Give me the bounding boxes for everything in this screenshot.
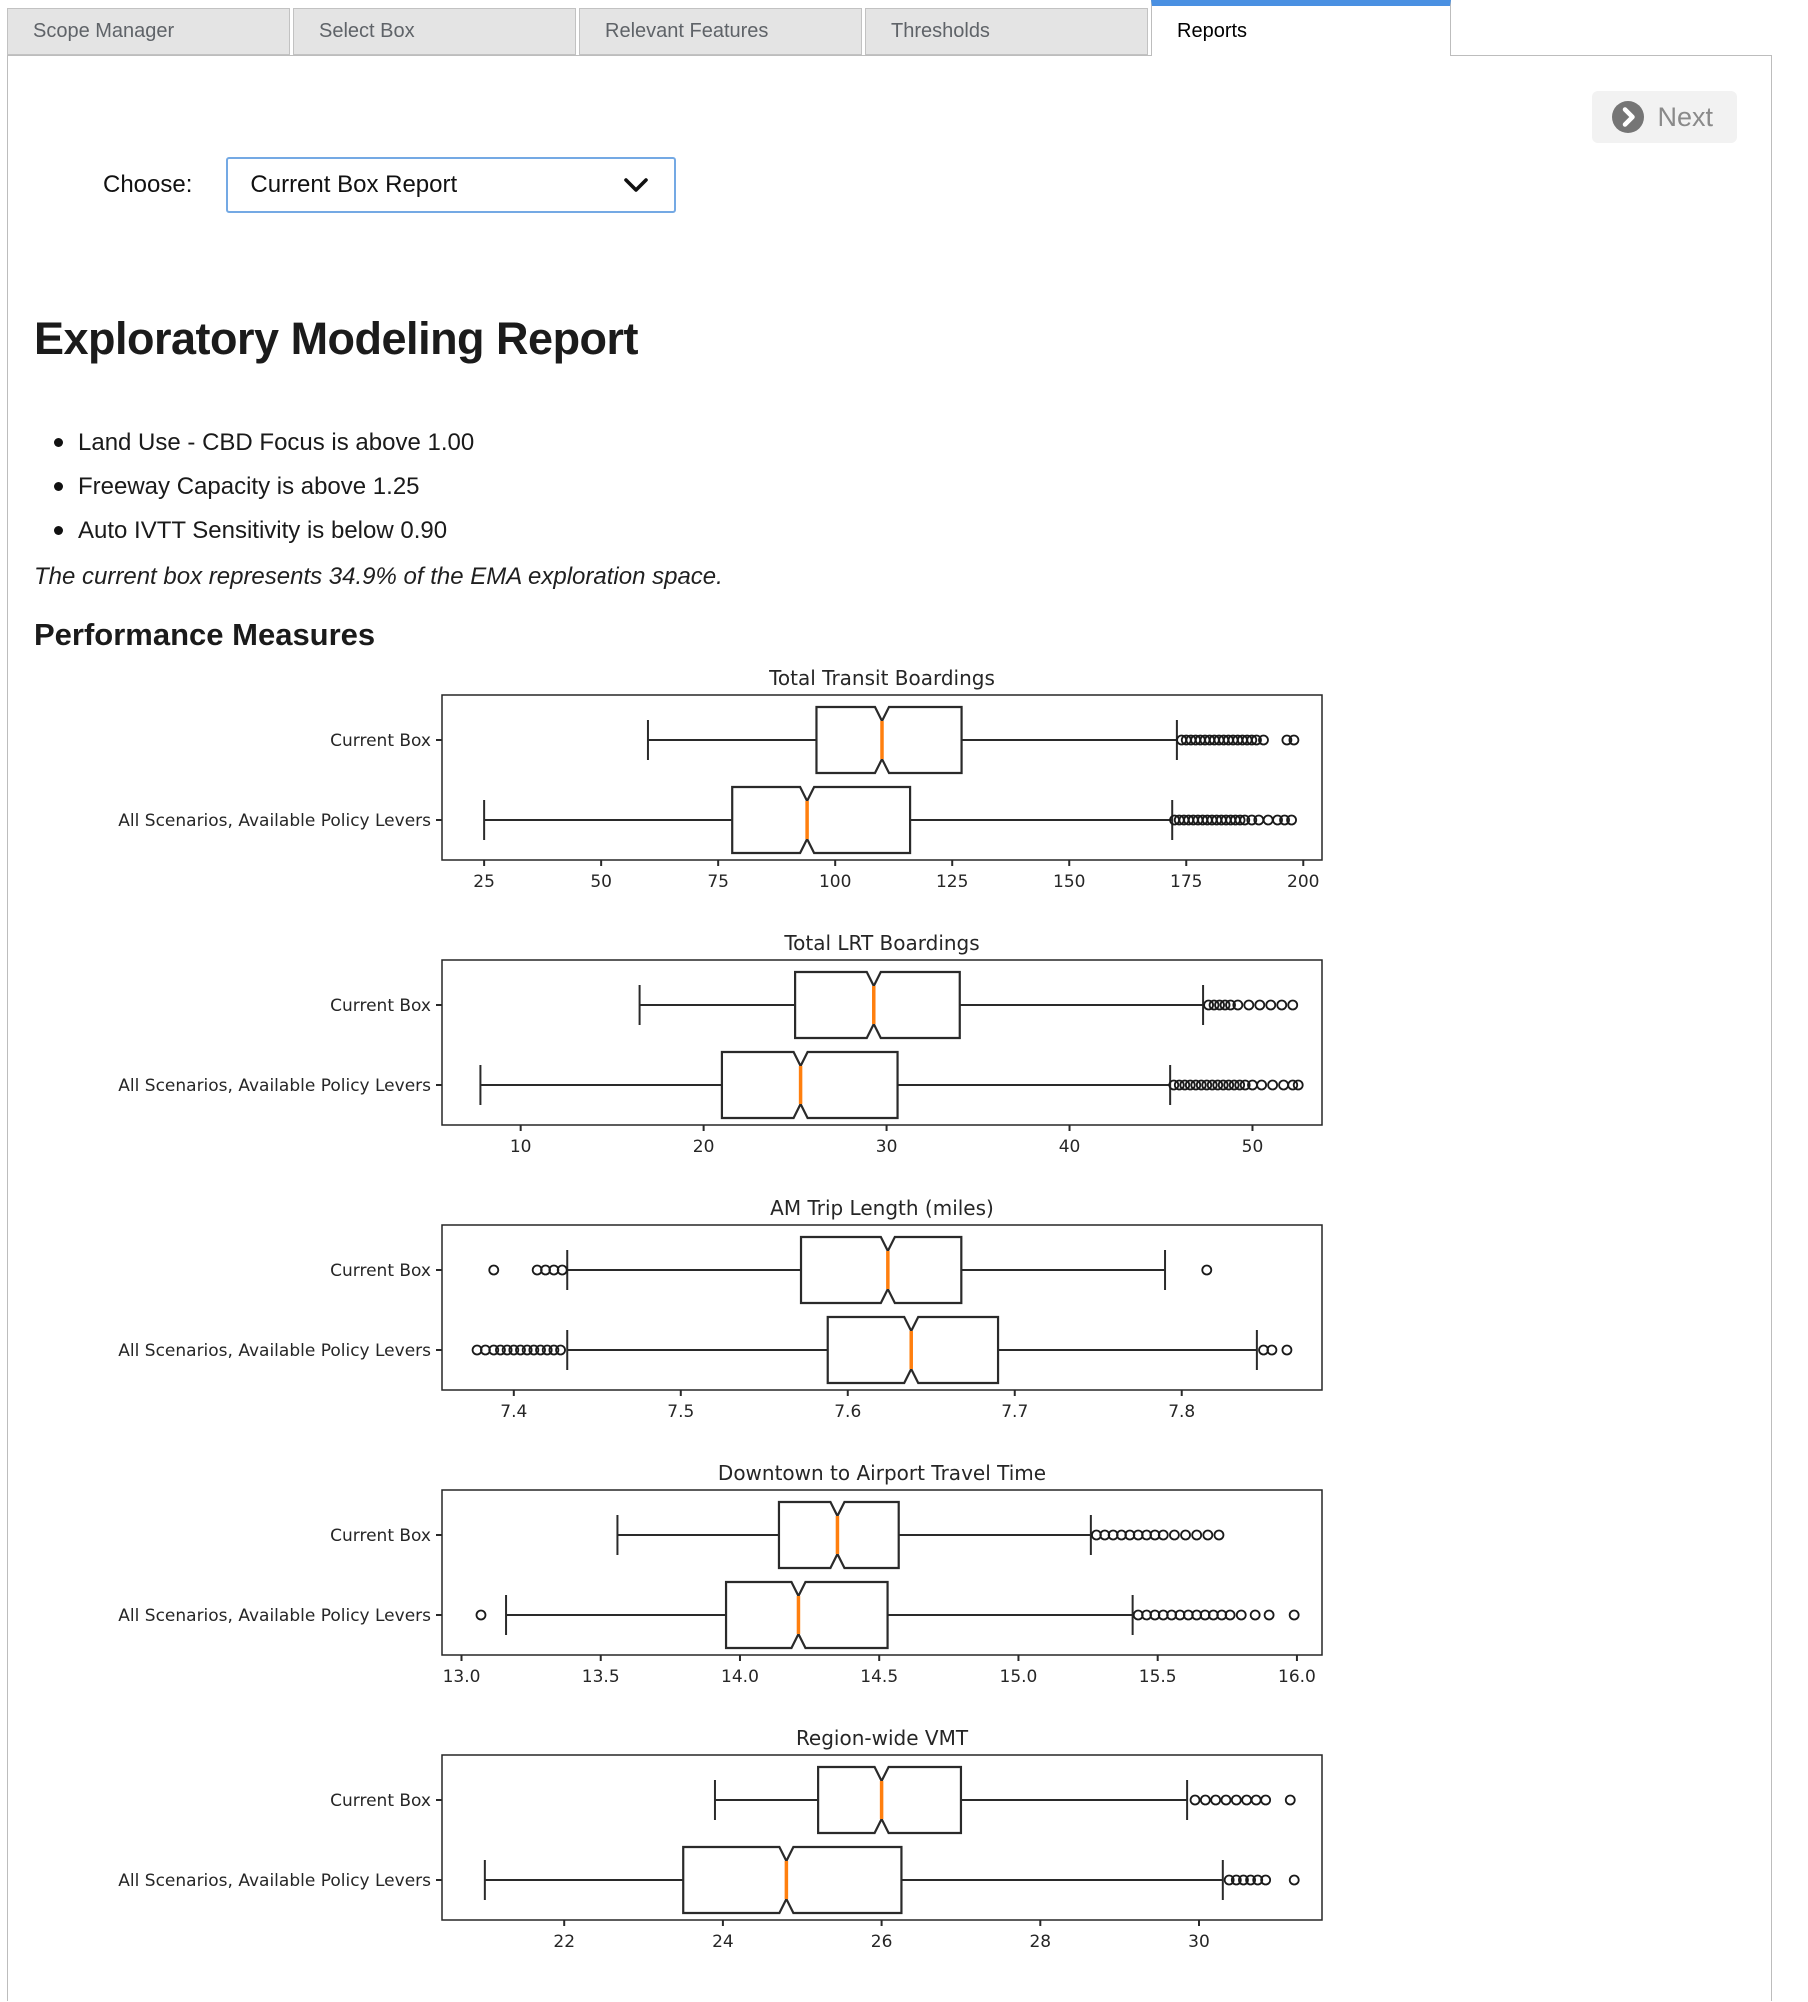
svg-text:28: 28: [1029, 1932, 1051, 1952]
svg-text:7.5: 7.5: [667, 1402, 694, 1422]
report-select-value: Current Box Report: [250, 171, 458, 198]
svg-text:7.6: 7.6: [834, 1402, 861, 1422]
svg-text:Current Box: Current Box: [330, 1791, 431, 1811]
svg-text:Current Box: Current Box: [330, 996, 431, 1016]
svg-text:25: 25: [473, 872, 495, 892]
boxplot-region-wide-vmt: Region-wide VMT 22 24 26 28 30 Current BoxAll …: [118, 1726, 1323, 1952]
next-label: Next: [1657, 101, 1713, 132]
svg-text:13.0: 13.0: [443, 1667, 481, 1687]
svg-text:Region-wide VMT: Region-wide VMT: [796, 1726, 969, 1750]
tab-label: Thresholds: [891, 20, 990, 42]
svg-text:Current Box: Current Box: [330, 1261, 431, 1281]
svg-text:100: 100: [819, 872, 851, 892]
svg-text:16.0: 16.0: [1278, 1667, 1316, 1687]
constraint-item: Land Use - CBD Focus is above 1.00: [54, 429, 1771, 457]
report-title: Exploratory Modeling Report: [34, 313, 639, 364]
constraint-item: Auto IVTT Sensitivity is below 0.90: [54, 517, 1771, 545]
svg-text:10: 10: [510, 1137, 532, 1157]
svg-text:75: 75: [707, 872, 729, 892]
svg-text:Total Transit Boardings: Total Transit Boardings: [768, 666, 995, 690]
svg-text:125: 125: [936, 872, 968, 892]
tab-label: Reports: [1177, 19, 1248, 42]
svg-text:Downtown to Airport Travel Tim: Downtown to Airport Travel Time: [718, 1461, 1046, 1485]
svg-text:26: 26: [871, 1932, 893, 1952]
svg-text:50: 50: [590, 872, 612, 892]
constraint-item: Freeway Capacity is above 1.25: [54, 473, 1771, 501]
svg-text:Total LRT Boardings: Total LRT Boardings: [783, 931, 979, 955]
next-circle-arrow-icon: [1612, 101, 1645, 133]
svg-text:15.5: 15.5: [1139, 1667, 1177, 1687]
chevron-down-icon: [624, 177, 649, 193]
svg-text:7.7: 7.7: [1001, 1402, 1028, 1422]
svg-text:30: 30: [1188, 1932, 1210, 1952]
svg-text:7.4: 7.4: [500, 1402, 527, 1422]
choose-label: Choose:: [103, 171, 193, 198]
svg-text:22: 22: [553, 1932, 575, 1952]
performance-measure-figures: Total Transit Boardings 25 50 75 100 125 150 17…: [8, 663, 1771, 1986]
svg-text:15.0: 15.0: [1000, 1667, 1038, 1687]
boxplot-total-transit-boardings: Total Transit Boardings 25 50 75 100 125 150 17…: [118, 666, 1323, 892]
svg-text:20: 20: [693, 1137, 715, 1157]
tab-select-box[interactable]: Select Box: [293, 8, 576, 55]
constraint-list: Land Use - CBD Focus is above 1.00 Freew…: [8, 429, 1771, 545]
boxplot-total-lrt-boardings: Total LRT Boardings 10 20 30 40 50 Current Box…: [118, 931, 1323, 1157]
svg-text:All Scenarios, Available Polic: All Scenarios, Available Policy Levers: [118, 1341, 431, 1361]
tab-thresholds[interactable]: Thresholds: [865, 8, 1148, 55]
tab-bar: Scope Manager Select Box Relevant Featur…: [0, 0, 1808, 56]
svg-text:150: 150: [1053, 872, 1085, 892]
content-panel: Next Choose: Current Box Report Explorat…: [7, 55, 1772, 2001]
svg-text:40: 40: [1059, 1137, 1081, 1157]
next-button[interactable]: Next: [1592, 91, 1737, 143]
svg-text:Current Box: Current Box: [330, 1526, 431, 1546]
boxplot-am-trip-length: AM Trip Length (miles) 7.4 7.5 7.6 7.7 7.8 Cur…: [118, 1196, 1323, 1422]
tab-reports[interactable]: Reports: [1151, 0, 1451, 56]
next-row: Next: [8, 56, 1771, 143]
svg-text:AM Trip Length (miles): AM Trip Length (miles): [770, 1196, 994, 1220]
tab-label: Scope Manager: [33, 20, 175, 42]
svg-text:24: 24: [712, 1932, 734, 1952]
svg-text:All Scenarios, Available Polic: All Scenarios, Available Policy Levers: [118, 1076, 431, 1096]
svg-text:175: 175: [1170, 872, 1202, 892]
svg-text:13.5: 13.5: [582, 1667, 620, 1687]
coverage-note: The current box represents 34.9% of the …: [34, 563, 723, 590]
tab-label: Relevant Features: [605, 20, 769, 42]
chooser-row: Choose: Current Box Report: [103, 157, 1771, 213]
svg-text:200: 200: [1287, 872, 1319, 892]
tab-label: Select Box: [319, 20, 415, 42]
svg-text:14.0: 14.0: [721, 1667, 759, 1687]
boxplot-downtown-to-airport-travel-time: Downtown to Airport Travel Time 13.0 13.5 1…: [118, 1461, 1323, 1687]
svg-text:All Scenarios, Available Polic: All Scenarios, Available Policy Levers: [118, 1871, 431, 1891]
svg-text:50: 50: [1242, 1137, 1264, 1157]
svg-text:14.5: 14.5: [860, 1667, 898, 1687]
report-select[interactable]: Current Box Report: [226, 157, 677, 213]
svg-text:Current Box: Current Box: [330, 731, 431, 751]
section-title-performance-measures: Performance Measures: [34, 617, 376, 652]
tab-scope-manager[interactable]: Scope Manager: [7, 8, 290, 55]
svg-text:All Scenarios, Available Polic: All Scenarios, Available Policy Levers: [118, 1606, 431, 1626]
svg-text:All Scenarios, Available Polic: All Scenarios, Available Policy Levers: [118, 811, 431, 831]
tab-relevant-features[interactable]: Relevant Features: [579, 8, 862, 55]
svg-text:7.8: 7.8: [1168, 1402, 1195, 1422]
svg-text:30: 30: [876, 1137, 898, 1157]
